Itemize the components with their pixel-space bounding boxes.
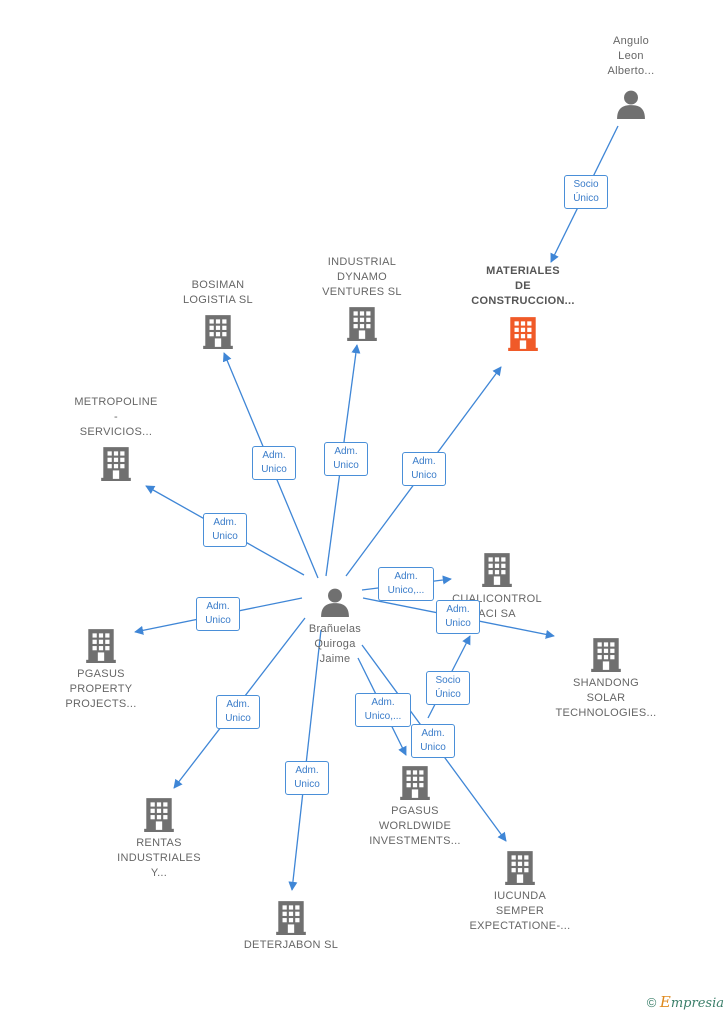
edge-label-iucunda-cualicontrol: Socio Único: [426, 671, 470, 705]
building-icon-metropoline[interactable]: [101, 447, 131, 481]
node-label-industrial[interactable]: INDUSTRIAL DYNAMO VENTURES SL: [322, 256, 402, 298]
edge-label-center-shandong: Adm. Unico: [436, 600, 480, 634]
building-icon-materiales[interactable]: [508, 317, 538, 351]
building-icon-bosiman[interactable]: [203, 315, 233, 349]
edge-label-center-pgasus_prop: Adm. Unico: [196, 597, 240, 631]
node-label-center[interactable]: Brañuelas Quiroga Jaime: [308, 623, 362, 665]
edge-label-angulo-materiales: Socio Único: [564, 175, 608, 209]
node-label-shandong[interactable]: SHANDONG SOLAR TECHNOLOGIES...: [555, 677, 657, 719]
building-icon-industrial[interactable]: [347, 307, 377, 341]
node-label-bosiman[interactable]: BOSIMAN LOGISTIA SL: [183, 279, 253, 306]
node-label-rentas[interactable]: RENTAS INDUSTRIALES Y...: [117, 837, 201, 879]
brand-name: mpresia: [670, 996, 724, 1011]
building-icon-pgasus_world[interactable]: [400, 766, 430, 800]
building-icon-shandong[interactable]: [591, 638, 621, 672]
edge-label-center-materiales: Adm. Unico: [402, 452, 446, 486]
person-icon-angulo[interactable]: [617, 90, 645, 119]
building-icon-deterjabon[interactable]: [276, 901, 306, 935]
building-icon-pgasus_prop[interactable]: [86, 629, 116, 663]
building-icon-rentas[interactable]: [144, 798, 174, 832]
building-icon-iucunda[interactable]: [505, 851, 535, 885]
copyright-symbol: ©: [646, 995, 657, 1010]
node-label-metropoline[interactable]: METROPOLINE - SERVICIOS...: [74, 396, 158, 438]
person-icon-center[interactable]: [321, 588, 349, 617]
node-label-iucunda[interactable]: IUCUNDA SEMPER EXPECTATIONE-...: [469, 890, 571, 932]
node-label-angulo[interactable]: Angulo Leon Alberto...: [607, 35, 655, 77]
edge-label-center-industrial: Adm. Unico: [324, 442, 368, 476]
node-label-deterjabon[interactable]: DETERJABON SL: [243, 939, 339, 951]
edge-label-center-iucunda: Adm. Unico: [411, 724, 455, 758]
edge-label-center-pgasus_world: Adm. Unico,...: [355, 693, 411, 727]
brand-initial: E: [659, 993, 671, 1011]
edge-label-center-rentas: Adm. Unico: [216, 695, 260, 729]
edge-label-center-deterjabon: Adm. Unico: [285, 761, 329, 795]
building-icon-cualicontrol[interactable]: [482, 553, 512, 587]
brand-logo: © Empresia: [647, 993, 724, 1011]
edge-label-center-metropoline: Adm. Unico: [203, 513, 247, 547]
node-label-pgasus_world[interactable]: PGASUS WORLDWIDE INVESTMENTS...: [369, 805, 461, 847]
edge-center-deterjabon: [288, 629, 322, 891]
edge-label-center-bosiman: Adm. Unico: [252, 446, 296, 480]
node-label-pgasus_prop[interactable]: PGASUS PROPERTY PROJECTS...: [65, 668, 137, 710]
edge-label-center-cualicontrol: Adm. Unico,...: [378, 567, 434, 601]
node-label-materiales[interactable]: MATERIALES DE CONSTRUCCION...: [471, 265, 575, 307]
